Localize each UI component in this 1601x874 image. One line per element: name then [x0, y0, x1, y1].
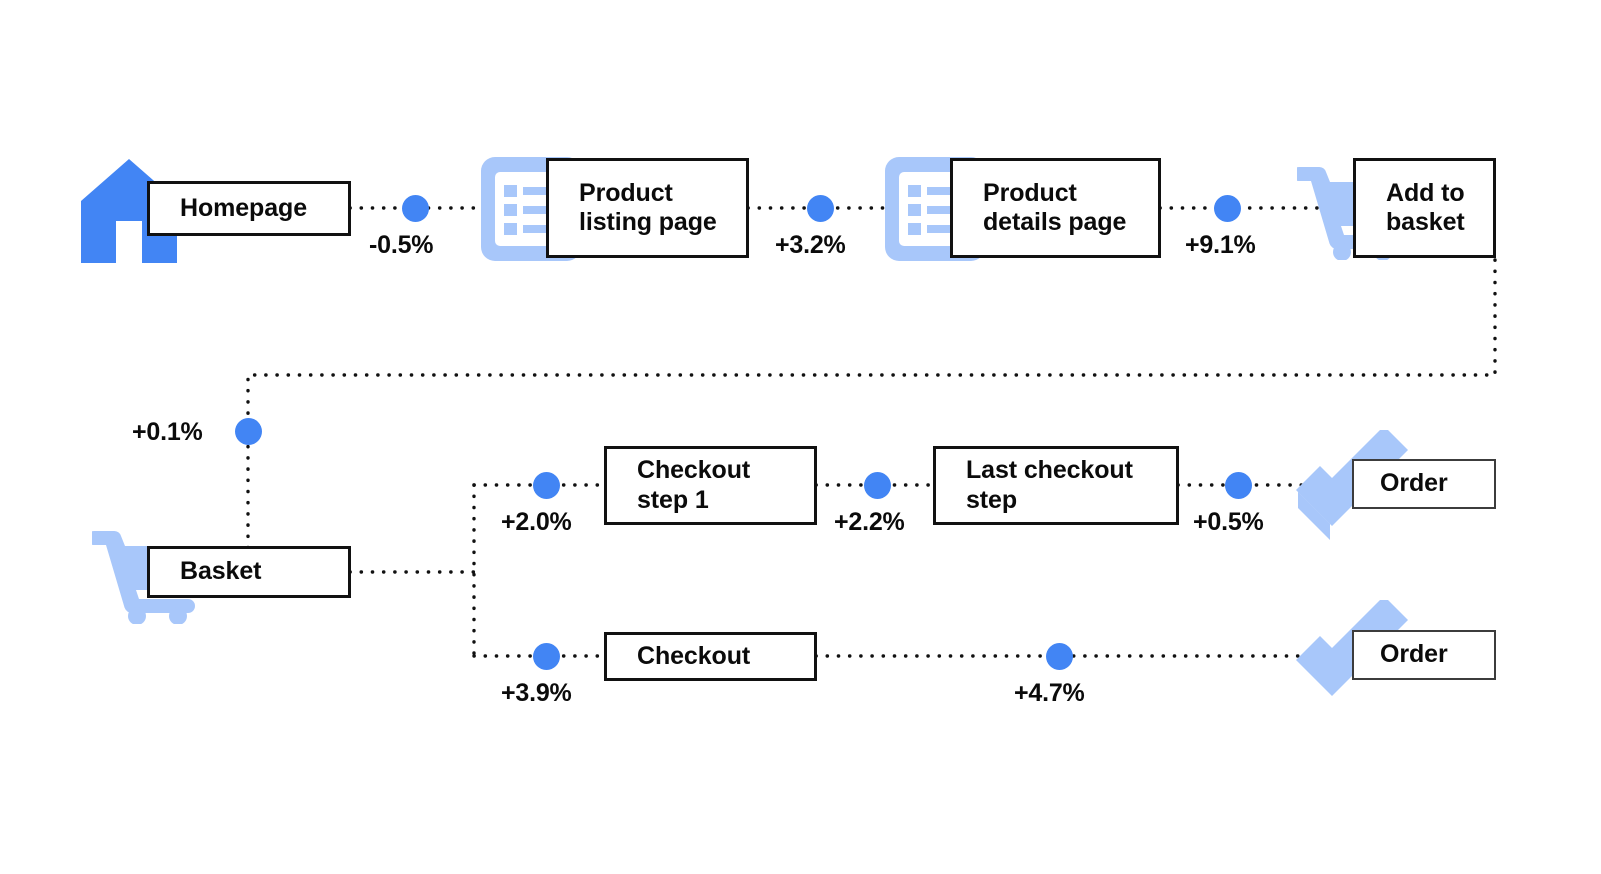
delta-dot-basket-to-step1[interactable]: [533, 472, 560, 499]
delta-dot-basket-entry[interactable]: [235, 418, 262, 445]
node-homepage[interactable]: Homepage: [147, 181, 351, 236]
node-product-listing[interactable]: Product listing page: [546, 158, 749, 258]
delta-dot-last-to-order[interactable]: [1225, 472, 1252, 499]
node-checkout[interactable]: Checkout: [604, 632, 817, 681]
node-add-to-basket-label: Add to basket: [1386, 178, 1465, 237]
delta-label-step1-to-last: +2.2%: [834, 508, 905, 536]
delta-dot-home-to-listing[interactable]: [402, 195, 429, 222]
node-product-details[interactable]: Product details page: [950, 158, 1161, 258]
node-product-listing-label: Product listing page: [579, 178, 717, 237]
node-add-to-basket[interactable]: Add to basket: [1353, 158, 1496, 258]
delta-label-last-to-order: +0.5%: [1193, 508, 1264, 536]
delta-label-listing-to-details: +3.2%: [775, 231, 846, 259]
node-order-top-label: Order: [1380, 469, 1448, 498]
delta-dot-checkout-to-order[interactable]: [1046, 643, 1073, 670]
delta-dot-basket-to-checkout[interactable]: [533, 643, 560, 670]
node-last-checkout-step[interactable]: Last checkout step: [933, 446, 1179, 525]
node-basket-label: Basket: [180, 557, 262, 586]
node-checkout-step-1[interactable]: Checkout step 1: [604, 446, 817, 525]
node-product-details-label: Product details page: [983, 178, 1127, 237]
delta-label-details-to-basket: +9.1%: [1185, 231, 1256, 259]
delta-label-basket-to-checkout: +3.9%: [501, 679, 572, 707]
node-order-bottom[interactable]: Order: [1352, 630, 1496, 680]
node-last-checkout-step-label: Last checkout step: [966, 456, 1133, 514]
delta-label-home-to-listing: -0.5%: [369, 231, 434, 259]
delta-dot-listing-to-details[interactable]: [807, 195, 834, 222]
node-order-top[interactable]: Order: [1352, 459, 1496, 509]
delta-label-basket-entry: +0.1%: [132, 418, 203, 446]
node-homepage-label: Homepage: [180, 193, 308, 222]
delta-label-checkout-to-order: +4.7%: [1014, 679, 1085, 707]
node-checkout-step-1-label: Checkout step 1: [637, 456, 751, 514]
delta-label-basket-to-step1: +2.0%: [501, 508, 572, 536]
delta-dot-step1-to-last[interactable]: [864, 472, 891, 499]
node-checkout-label: Checkout: [637, 641, 751, 670]
node-order-bottom-label: Order: [1380, 640, 1448, 669]
delta-dot-details-to-basket[interactable]: [1214, 195, 1241, 222]
node-basket[interactable]: Basket: [147, 546, 351, 598]
